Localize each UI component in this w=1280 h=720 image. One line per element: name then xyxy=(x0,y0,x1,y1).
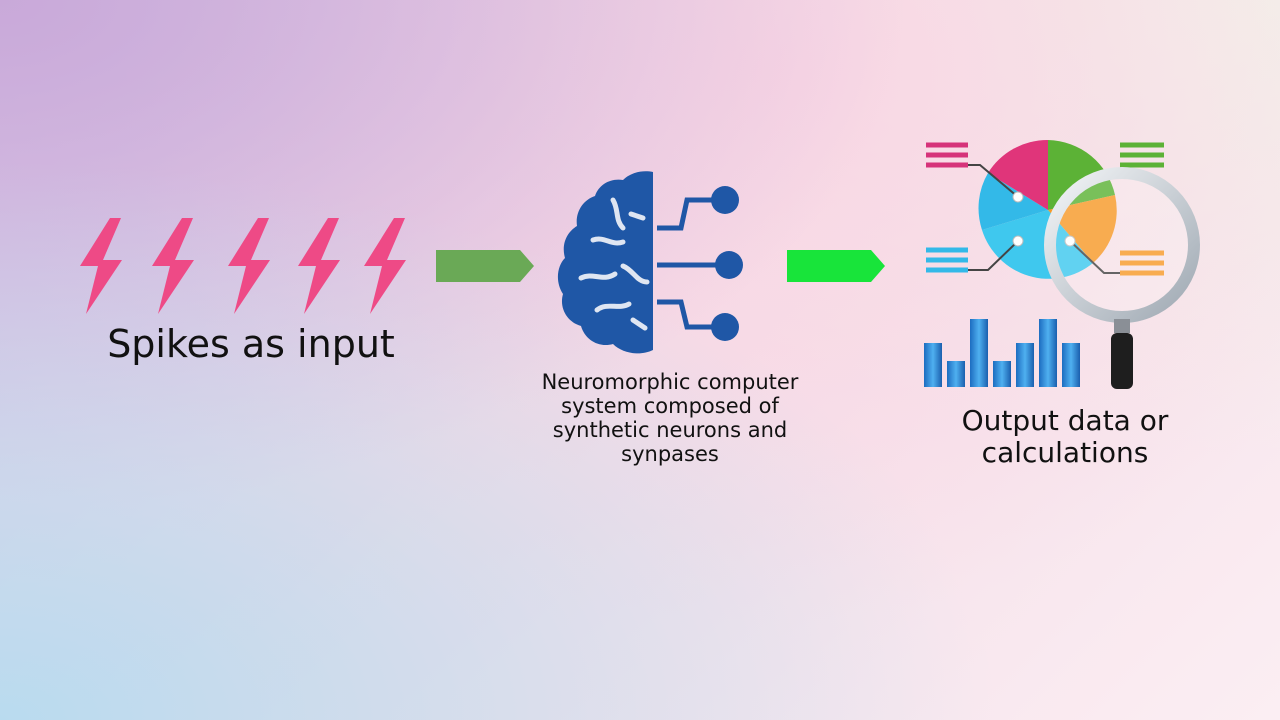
flow-arrow-1 xyxy=(436,250,534,282)
brain-circuit-icon xyxy=(557,171,743,354)
pie-chart-icon xyxy=(978,139,1117,279)
system-label: Neuromorphic computer system composed of… xyxy=(541,370,799,466)
lightning-bolt-icon xyxy=(364,218,406,314)
flow-arrow-2 xyxy=(787,250,885,282)
lightning-bolt-icon xyxy=(80,218,122,314)
lightning-bolt-icon xyxy=(228,218,270,314)
spike-bolts xyxy=(80,218,406,314)
lightning-bolt-icon xyxy=(152,218,194,314)
bar-chart-icon xyxy=(924,319,1080,387)
analytics-magnifier-icon xyxy=(924,139,1200,389)
output-label: Output data or calculations xyxy=(961,404,1169,469)
lightning-bolt-icon xyxy=(298,218,340,314)
magnifier-icon xyxy=(1044,167,1200,389)
input-label: Spikes as input xyxy=(107,322,395,366)
